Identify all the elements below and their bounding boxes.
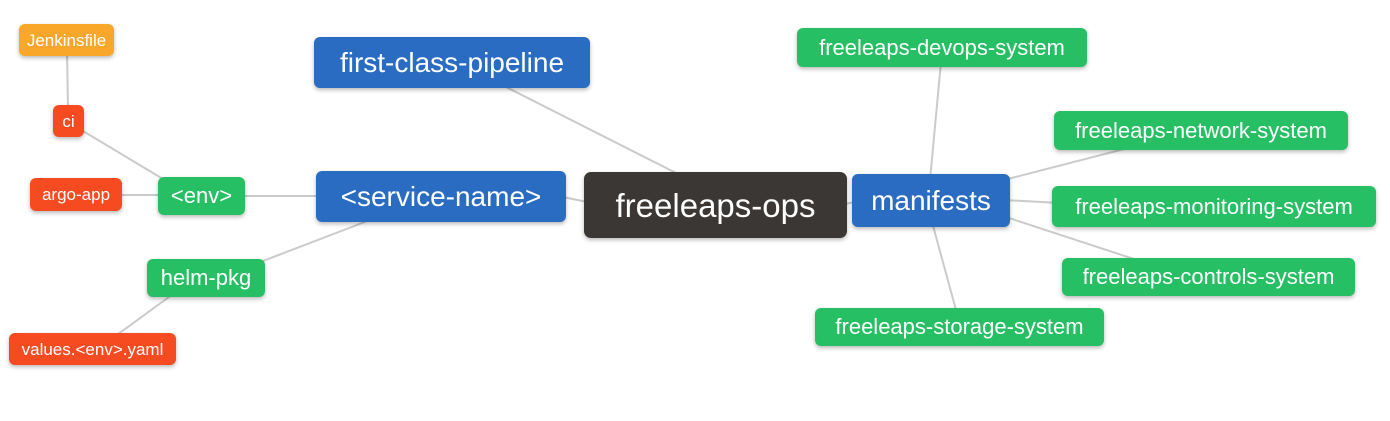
- node-service-name[interactable]: <service-name>: [316, 171, 566, 222]
- node-freeleaps-devops-system[interactable]: freeleaps-devops-system: [797, 28, 1087, 67]
- edge-freeleaps-devops-system-to-manifests: [929, 61, 942, 181]
- edge-service-name-to-helm-pkg: [254, 219, 371, 265]
- node-freeleaps-controls-system[interactable]: freeleaps-controls-system: [1062, 258, 1355, 296]
- node-first-class-pipeline[interactable]: first-class-pipeline: [314, 37, 590, 88]
- node-helm-pkg[interactable]: helm-pkg: [147, 259, 265, 297]
- edge-manifests-to-freeleaps-monitoring-system: [1003, 199, 1061, 204]
- edge-first-class-pipeline-to-freeleaps-ops: [497, 82, 691, 181]
- edge-manifests-to-freeleaps-controls-system: [1005, 216, 1141, 262]
- node-env[interactable]: <env>: [158, 177, 245, 215]
- node-freeleaps-network-system[interactable]: freeleaps-network-system: [1054, 111, 1348, 150]
- node-values-env-yaml[interactable]: values.<env>.yaml: [9, 333, 176, 365]
- edge-ci-to-env: [77, 127, 169, 183]
- edge-manifests-to-freeleaps-network-system: [1003, 147, 1129, 181]
- edge-manifests-to-freeleaps-storage-system: [931, 221, 957, 311]
- node-ci[interactable]: ci: [53, 105, 84, 137]
- node-jenkinsfile[interactable]: Jenkinsfile: [19, 24, 114, 56]
- node-freeleaps-ops[interactable]: freeleaps-ops: [584, 172, 847, 238]
- edge-jenkinsfile-to-ci: [66, 49, 69, 111]
- node-manifests[interactable]: manifests: [852, 174, 1010, 227]
- node-freeleaps-monitoring-system[interactable]: freeleaps-monitoring-system: [1052, 186, 1376, 227]
- node-argo-app[interactable]: argo-app: [30, 178, 122, 211]
- edge-helm-pkg-to-values-env-yaml: [109, 293, 174, 341]
- node-freeleaps-storage-system[interactable]: freeleaps-storage-system: [815, 308, 1104, 346]
